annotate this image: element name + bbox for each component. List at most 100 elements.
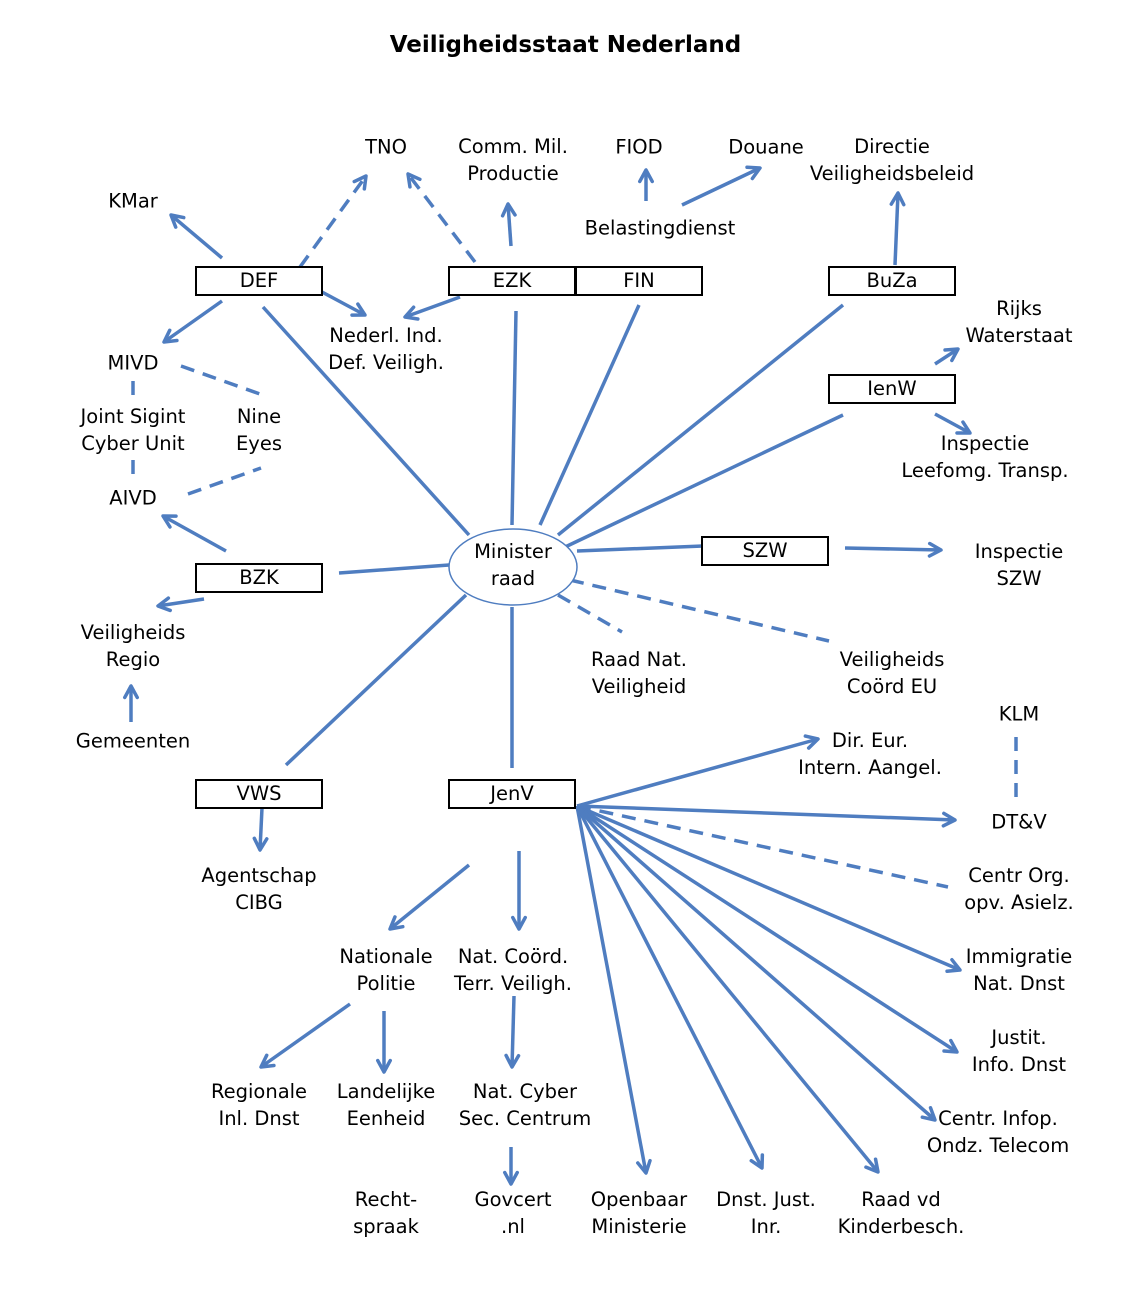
label-line: Regio: [105, 648, 161, 671]
arrow-jenv-raad-kinder: [575, 804, 880, 1174]
label-nat-coord-terr-veiligh: Nat. Coörd.Terr. Veiligh.: [454, 943, 572, 997]
arrow-jenv-dir-eur: [576, 734, 820, 808]
label-mivd: MIVD: [108, 350, 159, 377]
label-comm-mil-productie: Comm. Mil.Productie: [458, 133, 568, 187]
spoke-veiligheids-eu: [569, 578, 830, 643]
label-line: Coörd EU: [846, 675, 938, 698]
label-line: Raad vd: [861, 1188, 941, 1211]
arrow-ncsc-govcert: [503, 1147, 519, 1186]
label-line: Inr.: [750, 1215, 782, 1238]
label-line: Directie: [854, 135, 930, 158]
arrow-jenv-immigratie: [576, 804, 962, 973]
arrow-def-kmar: [169, 213, 224, 260]
box-fin-label: FIN: [623, 269, 655, 292]
label-belastingdienst: Belastingdienst: [585, 215, 736, 242]
label-line: Nederl. Ind.: [329, 324, 443, 347]
box-jenv: JenV: [448, 779, 576, 809]
spoke-buza: [556, 303, 845, 537]
arrow-vws-agentschap: [252, 807, 269, 852]
arrow-jenv-dtv: [576, 804, 957, 828]
label-line: Nat. Dnst: [973, 972, 1065, 995]
label-line: Veiligheid: [591, 675, 687, 698]
label-raad-nat-veiligheid: Raad Nat.Veiligheid: [591, 646, 687, 700]
label-line: Joint Sigint: [80, 405, 186, 428]
center-line-1: Minister: [474, 540, 552, 563]
diagram-title: Veiligheidsstaat Nederland: [389, 32, 742, 58]
arrow-belasting-fiod: [638, 168, 654, 201]
label-justit-info-dnst: Justit. Info. Dnst: [972, 1024, 1066, 1078]
link-jenv-centr-org: [576, 804, 949, 889]
label-gemeenten: Gemeenten: [76, 728, 190, 755]
label-line: AIVD: [109, 486, 157, 510]
spoke-raad-nat: [557, 593, 623, 634]
spoke-vws: [284, 593, 468, 767]
label-line: Terr. Veiligh.: [454, 972, 572, 995]
label-line: Belastingdienst: [584, 216, 736, 240]
label-line: Govcert: [474, 1188, 552, 1211]
box-ezk: EZK: [448, 266, 576, 296]
label-line: TNO: [365, 135, 407, 159]
label-dnst-just-inr: Dnst. Just. Inr.: [716, 1186, 816, 1240]
arrow-def-nederl: [321, 290, 367, 317]
label-centr-infop-ondz-telecom: Centr. Infop.Ondz. Telecom: [927, 1105, 1069, 1159]
box-buza: BuZa: [828, 266, 956, 296]
center-ellipse: [448, 528, 578, 606]
label-line: Inl. Dnst: [218, 1107, 300, 1130]
label-line: Def. Veiligh.: [328, 351, 444, 374]
arrow-politie-regionale: [259, 1002, 352, 1069]
label-line: Rijks: [996, 297, 1042, 320]
label-line: Gemeenten: [75, 729, 191, 753]
arrow-ezk-comm-mil: [500, 202, 517, 247]
label-line: Immigratie: [965, 945, 1073, 968]
box-def: DEF: [195, 266, 323, 296]
label-line: Recht-: [354, 1188, 418, 1211]
label-aivd: AIVD: [109, 485, 156, 512]
label-line: SZW: [996, 567, 1042, 590]
label-line: Nationale: [339, 945, 433, 968]
label-line: MIVD: [107, 351, 159, 375]
label-line: Waterstaat: [965, 324, 1073, 347]
spoke-bzk: [338, 563, 450, 575]
link-mivd-nine-eyes: [180, 364, 261, 396]
label-line: DT&V: [991, 810, 1047, 834]
label-line: CIBG: [235, 891, 283, 914]
spoke-szw: [576, 544, 704, 553]
label-line: Veiligheids: [80, 621, 186, 644]
label-line: .nl: [501, 1215, 525, 1238]
label-line: Centr Org.: [968, 864, 1070, 887]
label-kmar: KMar: [108, 188, 158, 215]
label-line: Dnst. Just.: [716, 1188, 816, 1211]
label-line: Eenheid: [346, 1107, 426, 1130]
box-vws-label: VWS: [236, 782, 282, 805]
arrow-def-mivd: [162, 299, 224, 344]
box-szw: SZW: [701, 536, 829, 566]
label-line: Dir. Eur.: [831, 729, 909, 752]
label-line: Centr. Infop.: [938, 1107, 1058, 1130]
box-fin: FIN: [575, 266, 703, 296]
arrow-def-tno: [298, 174, 368, 269]
arrow-jenv-nctv: [511, 851, 527, 931]
label-line: Regionale: [210, 1080, 308, 1103]
label-line: Justit.: [991, 1026, 1047, 1049]
arrow-politie-landelijke: [376, 1011, 392, 1074]
arrow-nctv-ncsc: [504, 995, 521, 1069]
label-raad-vd-kinderbesch: Raad vd Kinderbesch.: [838, 1186, 965, 1240]
arrow-jenv-centr-infop: [575, 804, 937, 1122]
label-line: Info. Dnst: [971, 1053, 1067, 1076]
label-line: Comm. Mil.: [458, 135, 568, 158]
box-bzk: BZK: [195, 563, 323, 593]
label-dir-eur-intern-aangel: Dir. Eur.Intern. Aangel.: [798, 727, 942, 781]
label-line: Sec. Centrum: [458, 1107, 592, 1130]
label-line: Douane: [728, 135, 804, 159]
label-line: Kinderbesch.: [837, 1215, 965, 1238]
box-ezk-label: EZK: [492, 269, 532, 292]
label-govcert-nl: Govcert .nl: [475, 1186, 552, 1240]
